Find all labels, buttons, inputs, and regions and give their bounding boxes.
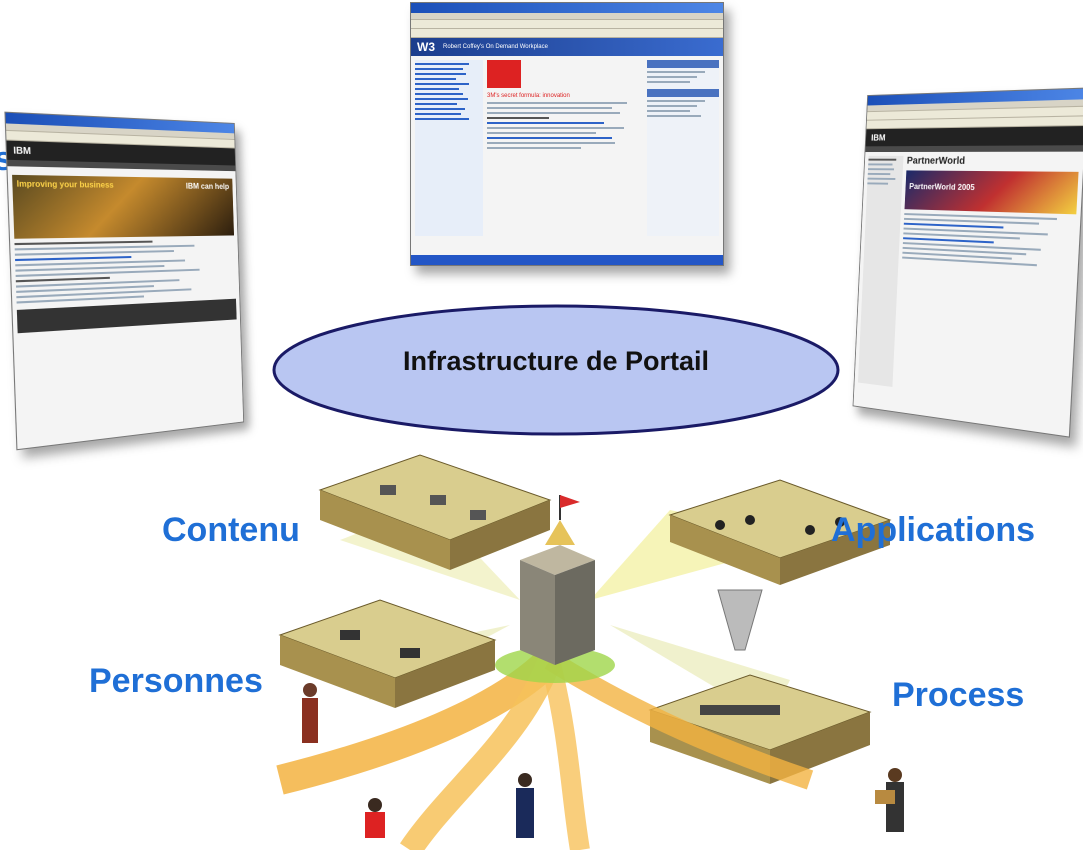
right-banner: PartnerWorld 2005	[904, 170, 1079, 215]
top-portal-screenshot: W3 Robert Coffey's On Demand Workplace 3…	[410, 2, 724, 266]
right-portal-screenshot: IBM PartnerWorld PartnerWorld 2005	[852, 87, 1083, 438]
portal-ellipse	[272, 304, 840, 436]
partial-label: s	[0, 140, 10, 178]
process-label: Process	[892, 676, 1025, 714]
enterprise-illustration	[276, 454, 904, 850]
right-ibm-logo: IBM	[865, 126, 1083, 147]
contenu-room	[318, 454, 552, 570]
w3-logo: W3	[417, 40, 435, 54]
portal-label: Infrastructure de Portail	[402, 346, 710, 376]
applications-label: Applications	[831, 511, 1036, 549]
applications-room	[668, 479, 892, 585]
right-banner-text: PartnerWorld 2005	[908, 182, 975, 193]
top-heading: Robert Coffey's On Demand Workplace	[443, 44, 548, 50]
personnes-label: Personnes	[89, 662, 263, 700]
3m-logo	[487, 60, 521, 88]
left-hero-text: Improving your business	[16, 179, 114, 190]
left-hero-tag: IBM can help	[185, 181, 230, 191]
personnes-room	[278, 599, 497, 708]
left-hero-image: Improving your business IBM can help	[12, 174, 235, 239]
central-building	[495, 495, 615, 683]
contenu-label: Contenu	[162, 511, 300, 549]
right-heading: PartnerWorld	[906, 155, 966, 167]
people-figures	[302, 683, 904, 838]
left-portal-screenshot: IBM Improving your business IBM can help	[4, 111, 245, 451]
top-story: 3M's secret formula: innovation	[487, 93, 570, 99]
